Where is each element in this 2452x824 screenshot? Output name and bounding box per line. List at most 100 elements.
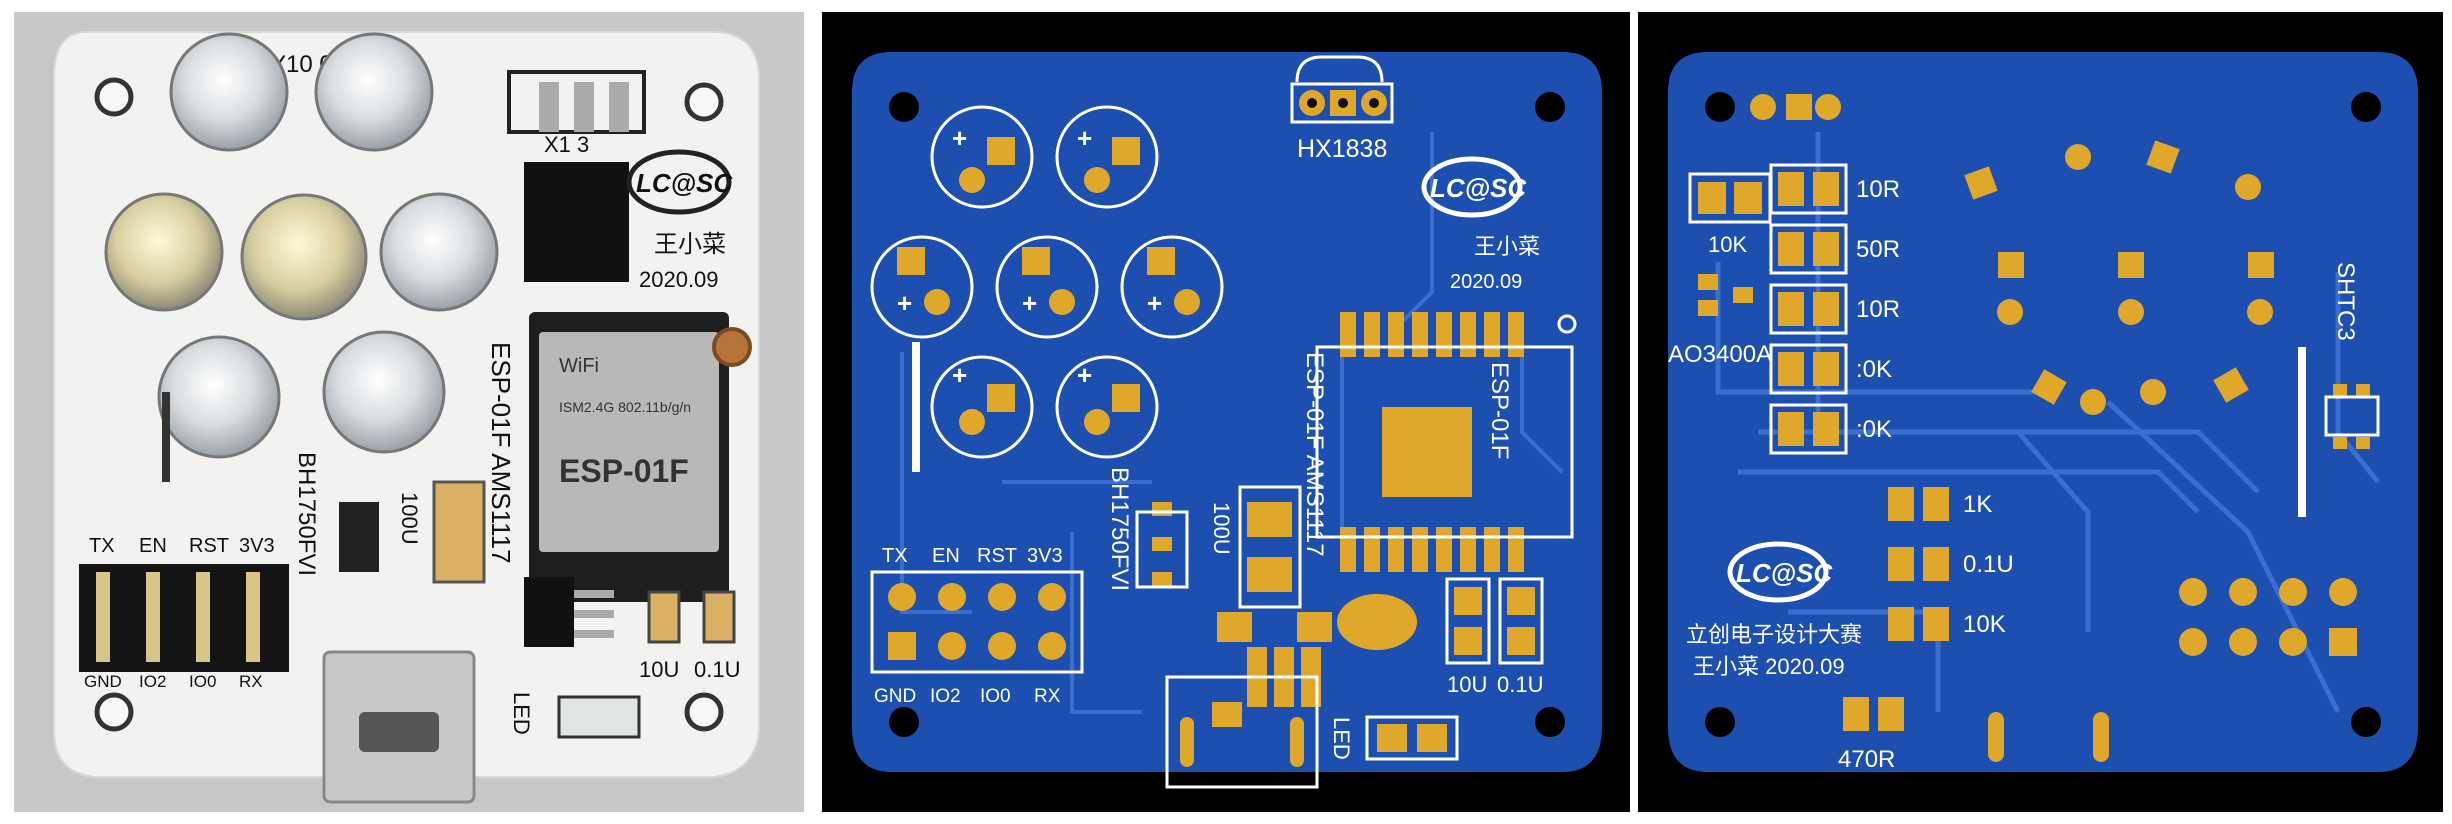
front-module-label-2: ESP-01F [1486,362,1513,459]
back-silk-bar [2298,347,2306,517]
photo-bh1750-chip [339,502,379,572]
photo-hdr-io0: IO0 [189,672,216,691]
photo-usb-opening [359,712,439,752]
mount-hole [889,92,919,122]
photo-hx1838-body [524,162,629,282]
mount-hole [1535,707,1565,737]
photo-hdr-gnd: GND [84,672,122,691]
back-mosfet-label: AO3400A [1668,341,1772,368]
photo-chip-sub: ISM2.4G 802.11b/g/n [559,399,691,415]
photo-esp-shield [539,332,719,552]
front-usb-pad [1290,717,1304,767]
photo-pin [574,590,614,598]
photo-silk-bar [162,392,170,482]
front-hdr-rst: RST [977,545,1017,567]
front-logo-ring [1421,156,1523,218]
photo-pin [539,82,559,132]
photo-header-pins [96,572,260,662]
back-logo-ring [1727,541,1829,603]
front-bh1750-outline [1135,510,1189,589]
front-hdr-io0: IO0 [980,686,1011,707]
front-traces [900,132,1564,714]
photo-cap-10u [647,590,681,644]
front-cap-pad [1507,627,1535,655]
back-r-label-5: :0K [1856,416,1892,443]
led-lens [104,192,224,312]
front-cap-outline [1238,485,1302,609]
back-col2-label-2: 0.1U [1963,551,2014,578]
front-brand: LC@SC [1430,173,1527,203]
led-lens [379,192,499,312]
front-cap-10u-label: 10U [1447,672,1487,697]
led-lens [240,193,368,321]
back-author-date: 王小菜 2020.09 [1693,654,1845,679]
front-led-pads [897,137,1200,435]
back-r-label-2: 50R [1856,236,1900,263]
back-r-label-1: 10R [1856,176,1900,203]
back-mosfet-pad [1698,274,1718,290]
front-usb-pad [1180,717,1194,767]
front-led-plus-marks: + + + + + + + [897,123,1162,390]
back-10k-pad [1734,182,1762,214]
photo-led-label: LED [509,692,534,735]
back-render-panel: 10K AO3400A 10R 50R 10R :0K :0K SHTC3 [1638,12,2443,812]
front-hx-holes [1307,98,1379,108]
led-lens [157,335,281,459]
front-hdr-tx: TX [882,545,908,567]
back-470r-label: 470R [1838,746,1895,773]
back-header-pads [2179,578,2357,656]
front-date: 2020.09 [1450,271,1522,293]
photo-status-led [557,695,641,739]
photo-sensor-label: BH1750FVI [293,452,320,576]
back-resistor-outlines [1769,163,1848,455]
front-hdr-3v3: 3V3 [1027,545,1063,567]
back-470r-pad [1878,697,1904,731]
front-hx-label: HX1838 [1297,135,1387,163]
mount-hole [684,692,724,732]
plus-mark: + [1077,123,1092,153]
front-bh1750-pads [1152,502,1172,586]
photo-cap-01u [702,590,736,644]
photo-hdr-tx: TX [89,535,115,557]
led-lens [169,32,289,152]
photo-antenna-coil [712,327,752,367]
back-col2-label-1: 1K [1963,491,1992,518]
front-hx-outline [1290,82,1394,124]
back-sht-outline [2324,395,2380,437]
plus-mark: + [1147,288,1162,318]
back-10k-label: 10K [1708,232,1747,257]
front-pin1-mark [1557,314,1577,334]
photo-logo-ring [626,149,732,215]
front-cap-pad [1247,502,1292,537]
front-led-label: LED [1329,717,1354,760]
front-hdr-gnd: GND [874,686,916,707]
front-board-svg: HX1838 LC@SC 王小菜 2020.09 + + + + + + + [852,52,1602,789]
photo-pin [574,610,614,618]
back-contest: 立创电子设计大赛 [1686,622,1862,647]
front-header-pads [888,583,1066,660]
mount-hole [94,77,134,117]
photo-cap-01u-label: 0.1U [694,657,740,682]
photo-hdr-3v3: 3V3 [239,535,275,557]
back-r-label-3: 10R [1856,296,1900,323]
mount-hole [684,82,724,122]
mount-hole [94,692,134,732]
photo-cap-100u [432,480,486,584]
mount-hole [2351,92,2381,122]
back-usb-pad [2093,712,2109,762]
plus-mark: + [952,123,967,153]
front-header-outline [870,570,1084,674]
photo-led-array [104,32,499,459]
front-cap-pad [1454,627,1482,655]
front-cap-label: 100U [1209,502,1234,555]
back-col2-pads [1888,487,1949,641]
front-sensor-label: BH1750FVI [1106,467,1133,591]
photo-pin [609,82,629,132]
front-author: 王小菜 [1474,234,1540,259]
plus-mark: + [1077,360,1092,390]
back-mosfet-pad [1733,287,1753,303]
front-led-pad [1377,724,1407,752]
mount-hole [1535,92,1565,122]
front-hx-silk [1295,55,1384,83]
back-sht-pads [2333,384,2370,449]
